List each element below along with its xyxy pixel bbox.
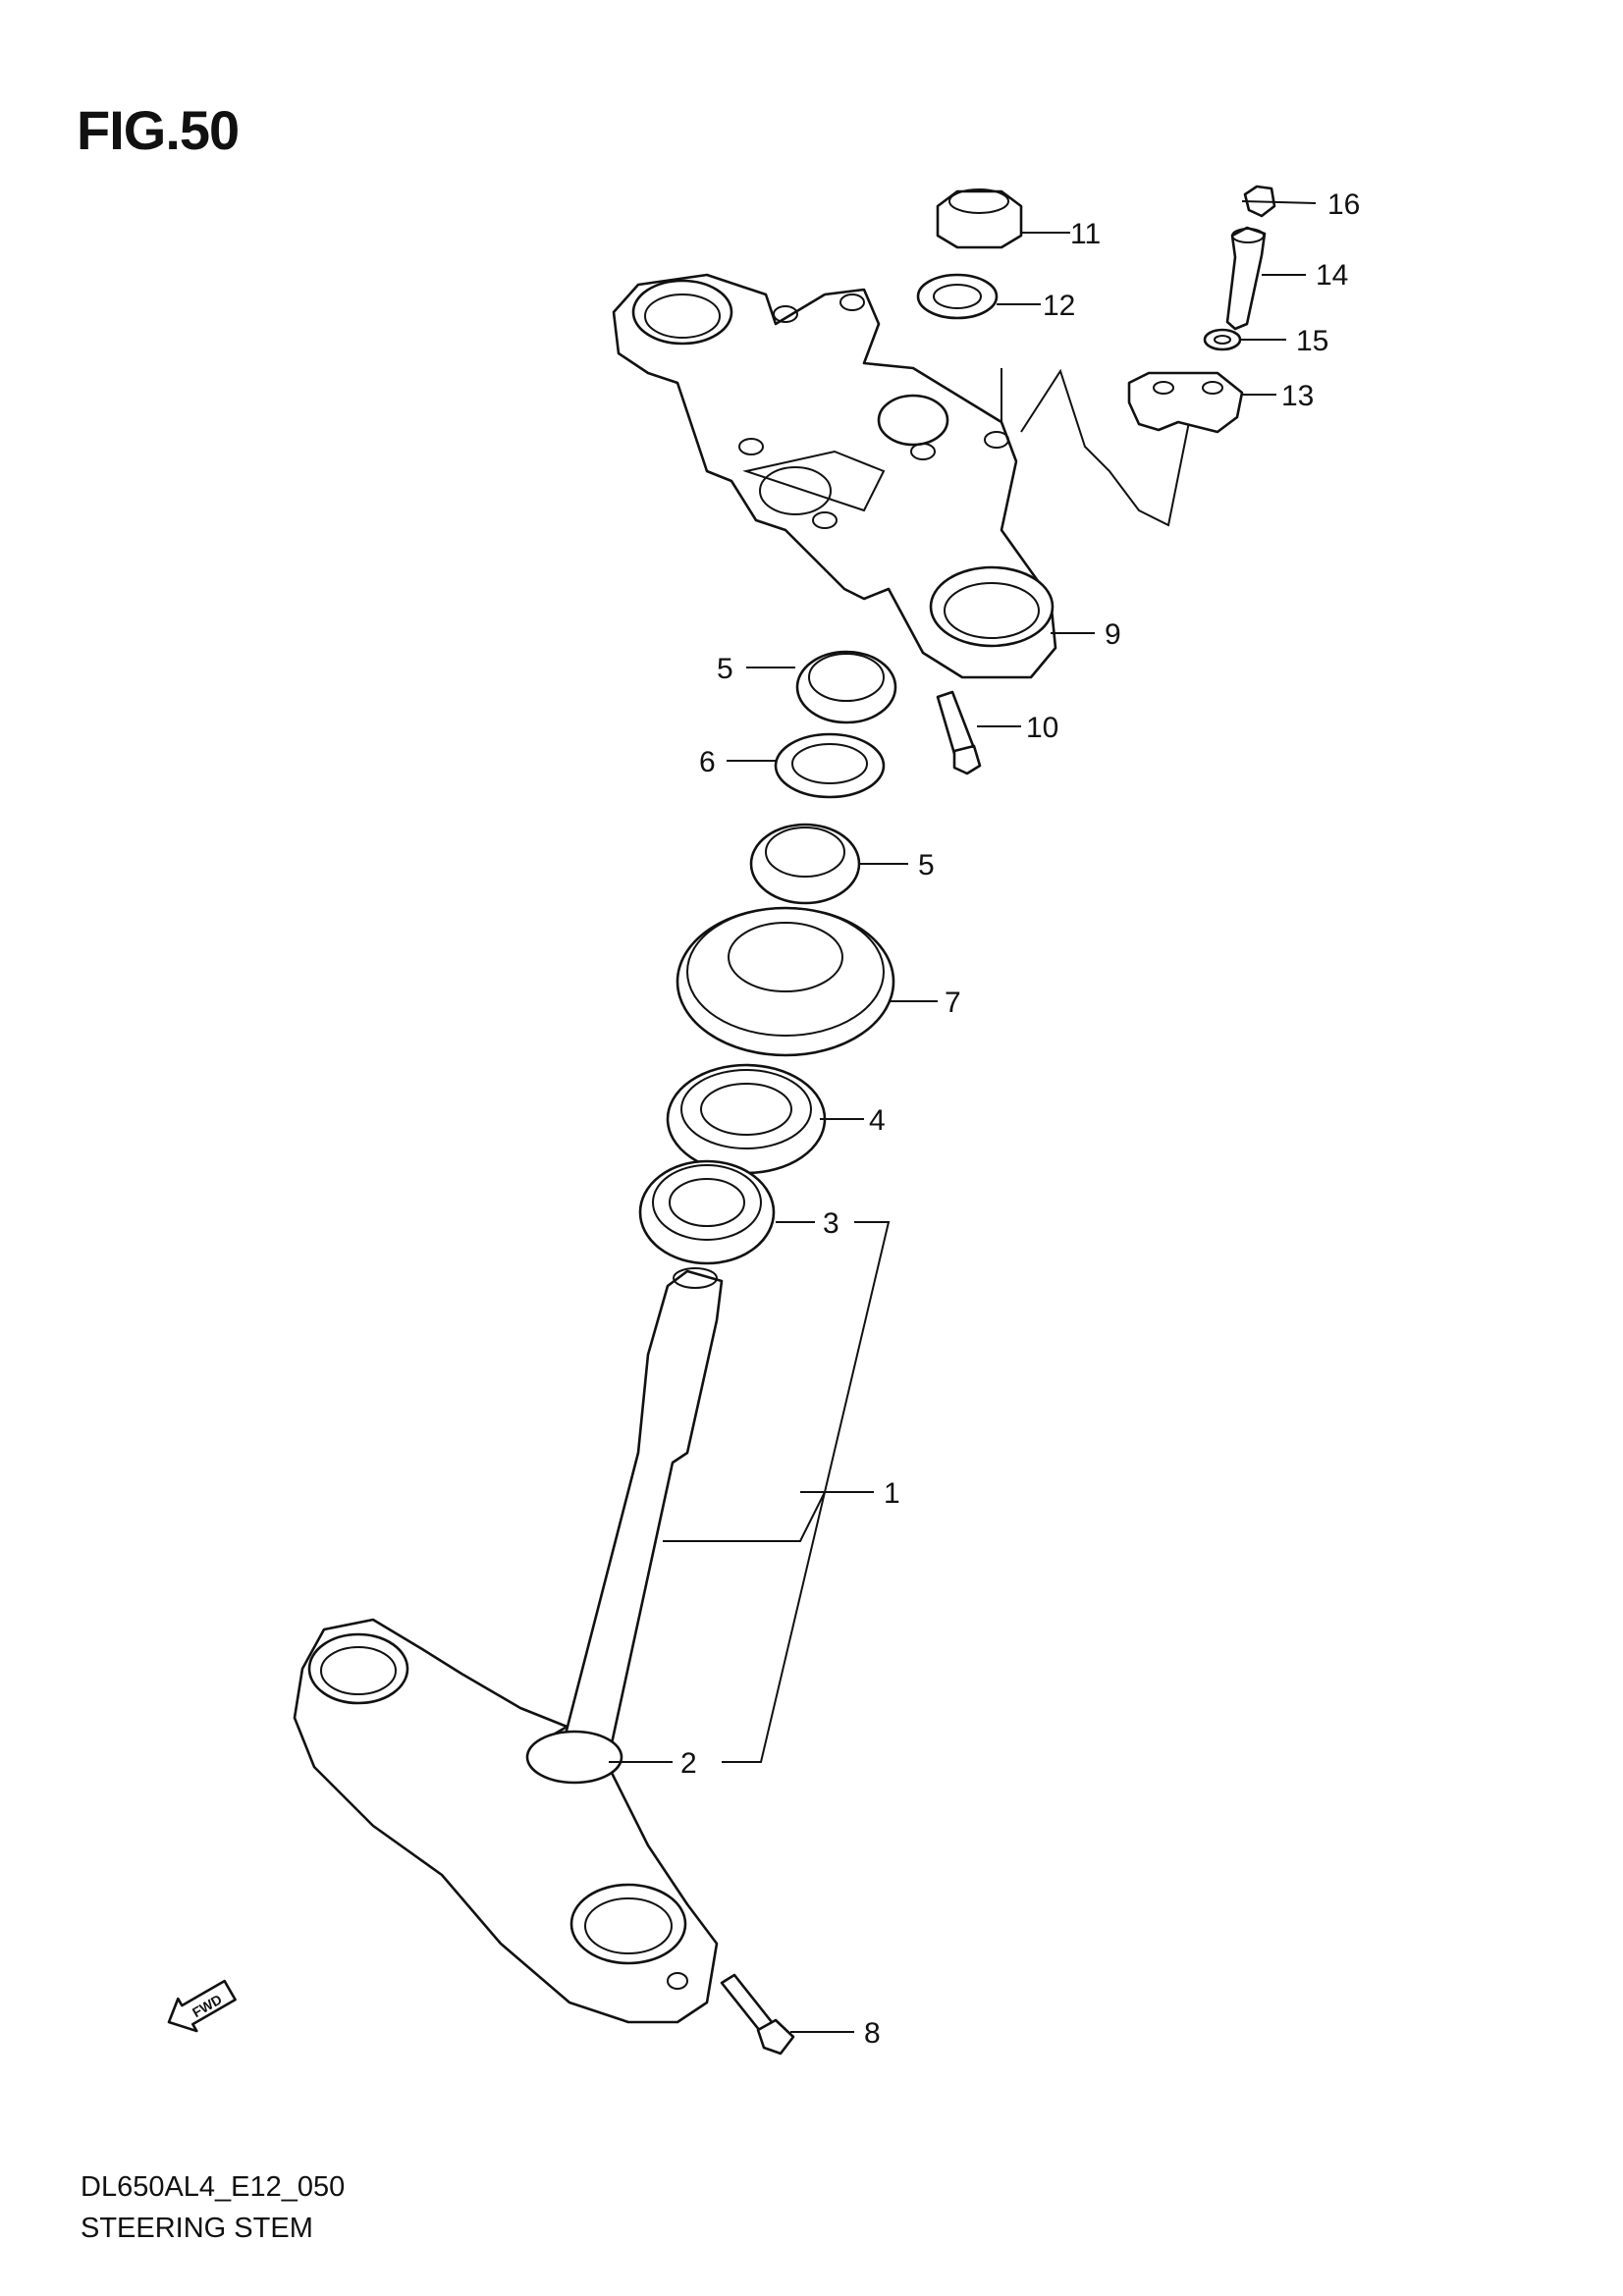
upper-bracket-part-9[interactable] xyxy=(612,273,1057,679)
callout-14: 14 xyxy=(1316,259,1348,292)
washer-part-12[interactable] xyxy=(916,273,999,320)
diagram-code: DL650AL4_E12_050 xyxy=(81,2171,346,2203)
leader-lines xyxy=(609,200,1317,2033)
bolt-part-14[interactable] xyxy=(1225,226,1267,331)
callout-4: 4 xyxy=(869,1104,886,1137)
figure-title: FIG.50 xyxy=(77,99,240,161)
callout-8: 8 xyxy=(864,2017,881,2050)
diagram-name: STEERING STEM xyxy=(81,2213,313,2244)
callout-10: 10 xyxy=(1026,712,1058,744)
callout-16: 16 xyxy=(1327,188,1360,221)
callout-3: 3 xyxy=(823,1207,839,1240)
callout-6: 6 xyxy=(699,746,716,778)
callout-15: 15 xyxy=(1296,325,1328,357)
steering-stem-part-1[interactable] xyxy=(293,1267,724,2024)
forward-direction-arrow: FWD xyxy=(167,1979,237,2033)
callout-5-upper: 5 xyxy=(717,653,733,685)
lower-bearing-part-3[interactable] xyxy=(638,1159,776,1265)
callout-2: 2 xyxy=(680,1747,697,1780)
callout-12: 12 xyxy=(1043,290,1075,322)
callout-5-lower: 5 xyxy=(918,849,935,881)
steering-nut-lower-part-5[interactable] xyxy=(749,823,861,905)
handlebar-holder-part-13[interactable] xyxy=(1127,371,1244,434)
callout-1: 1 xyxy=(884,1477,900,1510)
callout-13: 13 xyxy=(1281,380,1314,412)
bolt-part-10[interactable] xyxy=(936,690,982,775)
washer-part-15[interactable] xyxy=(1203,328,1242,351)
bolt-part-8[interactable] xyxy=(720,1973,795,2056)
callout-11: 11 xyxy=(1070,218,1101,250)
steering-nut-upper-part-5[interactable] xyxy=(795,650,897,724)
cap-nut-part-11[interactable] xyxy=(936,188,1023,249)
callout-9: 9 xyxy=(1105,618,1121,651)
callout-7: 7 xyxy=(945,987,961,1019)
dust-seal-part-7[interactable] xyxy=(676,906,895,1057)
lock-washer-part-6[interactable] xyxy=(774,732,886,799)
upper-bearing-part-4[interactable] xyxy=(666,1063,827,1175)
